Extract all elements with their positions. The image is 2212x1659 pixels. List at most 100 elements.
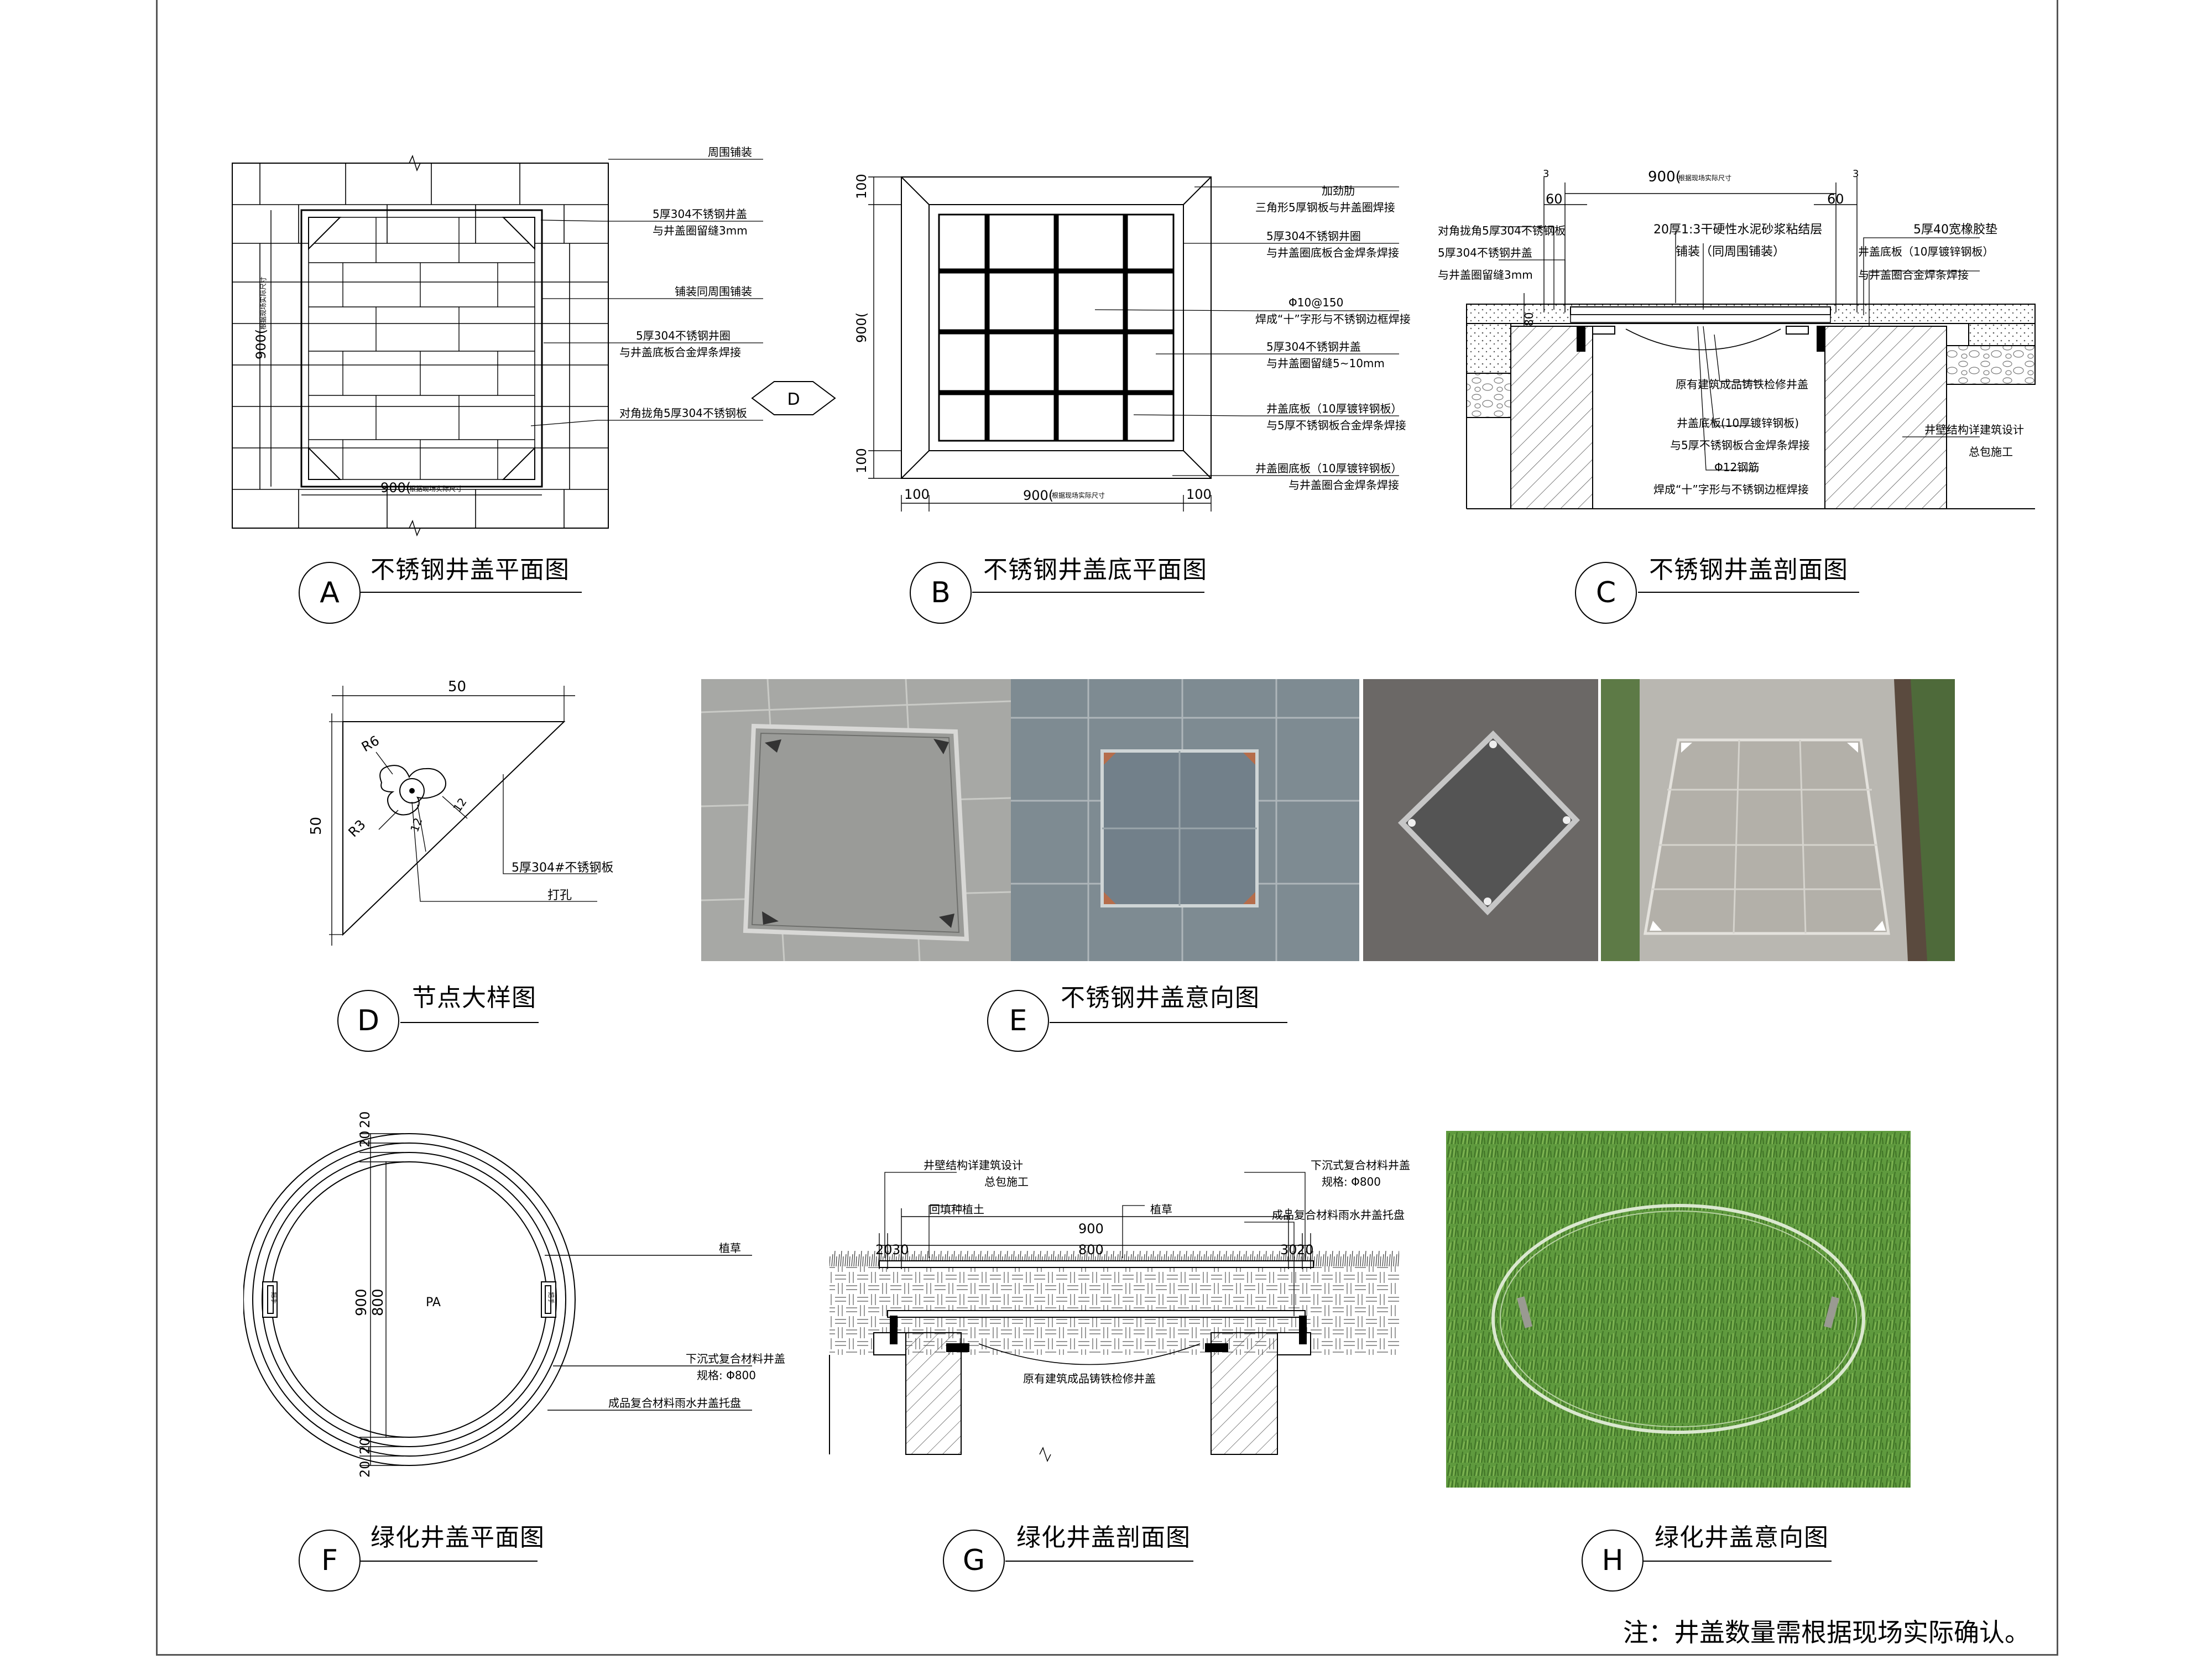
a-dim-note-v: 根据现场实际尺寸 [259,276,267,330]
b-callout-6: 焊成“十”字形与不锈钢边框焊接 [1255,312,1411,326]
a-dim-height: 900( [253,329,269,359]
d-dim-left: 50 [308,817,325,835]
b-callout-8: 与井盖圈留缝5~10mm [1266,357,1385,370]
f-handle-label-left: 把手 [270,1292,278,1304]
b-dim-bot: 100 [854,448,869,473]
c-callout-r4: 井壁结构详建筑设计 [1924,423,2024,436]
f-handle-label-right: 把手 [547,1292,555,1304]
c-dim-note: 根据现场实际尺寸 [1678,174,1731,182]
c-callout-r1: 5厚40宽橡胶垫 [1913,223,1997,237]
panel-e-title: 不锈钢井盖意向图 [1061,984,1260,1012]
a-callout-7: 对角拢角5厚304不锈钢板 [619,406,747,420]
c-callout-m5: 与5厚不锈钢板合金焊条焊接 [1670,439,1810,452]
panel-e-photo-4 [1601,679,1955,961]
panel-c-drawing: 900( 根据现场实际尺寸 3 3 60 60 80 对角拢角5厚304不锈钢板… [1438,168,2036,509]
c-callout-l1: 对角拢角5厚304不锈钢板 [1438,224,1566,237]
panel-d-bubble: D [337,990,399,1052]
g-callout-3: 回填种植土 [929,1203,984,1216]
g-callout-7: 成品复合材料雨水井盖托盘 [1272,1208,1405,1222]
panel-a-bubble: A [299,562,361,624]
panel-f-title: 绿化井盖平面图 [371,1524,545,1552]
a-callout-5: 5厚304不锈钢井圈 [636,329,731,342]
c-callout-m2: 铺装（同周围铺装） [1676,245,1785,259]
panel-f-bubble: F [299,1530,361,1592]
g-callout-8: 原有建筑成品铸铁检修井盖 [1023,1372,1156,1385]
panel-g-title: 绿化井盖剖面图 [1016,1524,1191,1552]
a-callout-1: 周围铺装 [708,145,752,159]
g-dim-900: 900 [1078,1221,1104,1237]
a-detail-ref: D [787,390,800,409]
panel-g-bubble: G [943,1530,1005,1592]
c-callout-l2: 5厚304不锈钢井盖 [1438,246,1532,259]
c-callout-m7: 焊成“十”字形与不锈钢边框焊接 [1653,483,1809,496]
panel-h-title-underline [1644,1561,1832,1562]
g-callout-5: 下沉式复合材料井盖 [1311,1159,1410,1172]
f-callout-3: 规格: Φ800 [697,1369,756,1382]
c-callout-m4: 井盖底板(10厚镀锌钢板) [1677,416,1799,430]
panel-b-bubble: B [910,562,972,624]
a-dim-note: 根据现场实际尺寸 [409,484,462,493]
c-dim-80: 80 [1522,312,1536,326]
panel-d-title: 节点大样图 [412,984,536,1012]
panel-f-drawing: 20 20 900 800 20 20 PA 把手 把手 植草 下沉式复合材料井… [243,1111,785,1478]
d-callout-2: 打孔 [547,889,572,902]
f-dim-900: 900 [353,1288,370,1316]
c-dim-3-right: 3 [1853,168,1859,180]
b-callout-7: 5厚304不锈钢井盖 [1266,340,1361,353]
b-callout-10: 与5厚不锈钢板合金焊条焊接 [1266,419,1406,432]
f-callout-4: 成品复合材料雨水井盖托盘 [608,1396,741,1410]
panel-h-bubble: H [1582,1530,1644,1592]
b-callout-11: 井盖圈底板（10厚镀锌钢板） [1255,462,1402,475]
panel-f-title-underline [361,1561,538,1562]
b-callout-3: 5厚304不锈钢井圈 [1266,229,1361,243]
a-callout-2: 5厚304不锈钢井盖 [653,207,747,221]
b-callout-4: 与井盖圈底板合金焊条焊接 [1266,246,1399,259]
f-callout-1: 植草 [719,1241,741,1255]
c-dim-60-left: 60 [1546,191,1563,207]
c-callout-r2: 井盖底板（10厚镀锌钢板） [1858,245,1994,258]
d-callout-1: 5厚304#不锈钢板 [512,861,613,875]
panel-h-title: 绿化井盖意向图 [1655,1524,1829,1552]
panel-c-title: 不锈钢井盖剖面图 [1649,556,1848,584]
panel-g-drawing: 900 800 20 30 30 20 井壁结构详建筑设计 总包施工 回填种植土… [829,1159,1410,1462]
g-dim-20-right: 20 [1297,1242,1314,1258]
b-callout-1: 加劲肋 [1322,184,1355,197]
panel-e-photo-1 [701,679,1011,961]
panel-b-drawing: 加劲肋 三角形5厚钢板与井盖圈焊接 5厚304不锈钢井圈 与井盖圈底板合金焊条焊… [854,174,1411,512]
panel-a-title: 不锈钢井盖平面图 [371,556,570,584]
f-center-label: PA [426,1296,441,1310]
c-callout-r3: 与井盖圈合金焊条焊接 [1858,268,1969,281]
c-callout-m6: Φ12钢筋 [1714,461,1759,474]
g-dim-30-right: 30 [1280,1242,1297,1258]
c-dim-900: 900( [1648,169,1681,185]
b-dim-left: 100 [904,487,930,502]
c-dim-60-right: 60 [1827,191,1844,207]
g-dim-20-left: 20 [875,1242,893,1258]
panel-b-title: 不锈钢井盖底平面图 [983,556,1207,584]
panel-a-drawing: 周围铺装 5厚304不锈钢井盖 与井盖圈留缝3mm 铺装同周围铺装 5厚304不… [232,145,836,537]
b-callout-5: Φ10@150 [1288,296,1343,309]
a-callout-3: 与井盖圈留缝3mm [653,224,748,237]
f-dim-20d: 20 [357,1460,373,1478]
b-callout-2: 三角形5厚钢板与井盖圈焊接 [1255,201,1395,214]
f-dim-20b: 20 [357,1130,373,1147]
panel-d-drawing: 50 50 R6 R3 12 12 5厚304#不锈钢板 打孔 [308,679,613,946]
a-callout-4: 铺装同周围铺装 [675,285,752,298]
g-callout-1: 井壁结构详建筑设计 [924,1159,1023,1172]
d-dim-r3: R3 [345,817,368,840]
b-dim-top: 100 [854,174,869,199]
g-callout-2: 总包施工 [984,1175,1029,1188]
c-callout-l3: 与井盖圈留缝3mm [1438,268,1533,281]
d-dim-12b: 12 [450,795,469,815]
d-dim-top: 50 [448,679,466,695]
sheet-frame [156,0,2058,1656]
panel-a-title-underline [361,592,582,593]
g-dim-30-left: 30 [892,1242,909,1258]
b-callout-9: 井盖底板（10厚镀锌钢板） [1266,402,1402,415]
f-dim-20c: 20 [357,1437,373,1454]
panel-g-title-underline [1005,1561,1193,1562]
b-dim-mid-v: 900( [854,312,869,343]
panel-c-title-underline [1638,592,1859,593]
a-callout-6: 与井盖底板合金焊条焊接 [619,346,741,359]
